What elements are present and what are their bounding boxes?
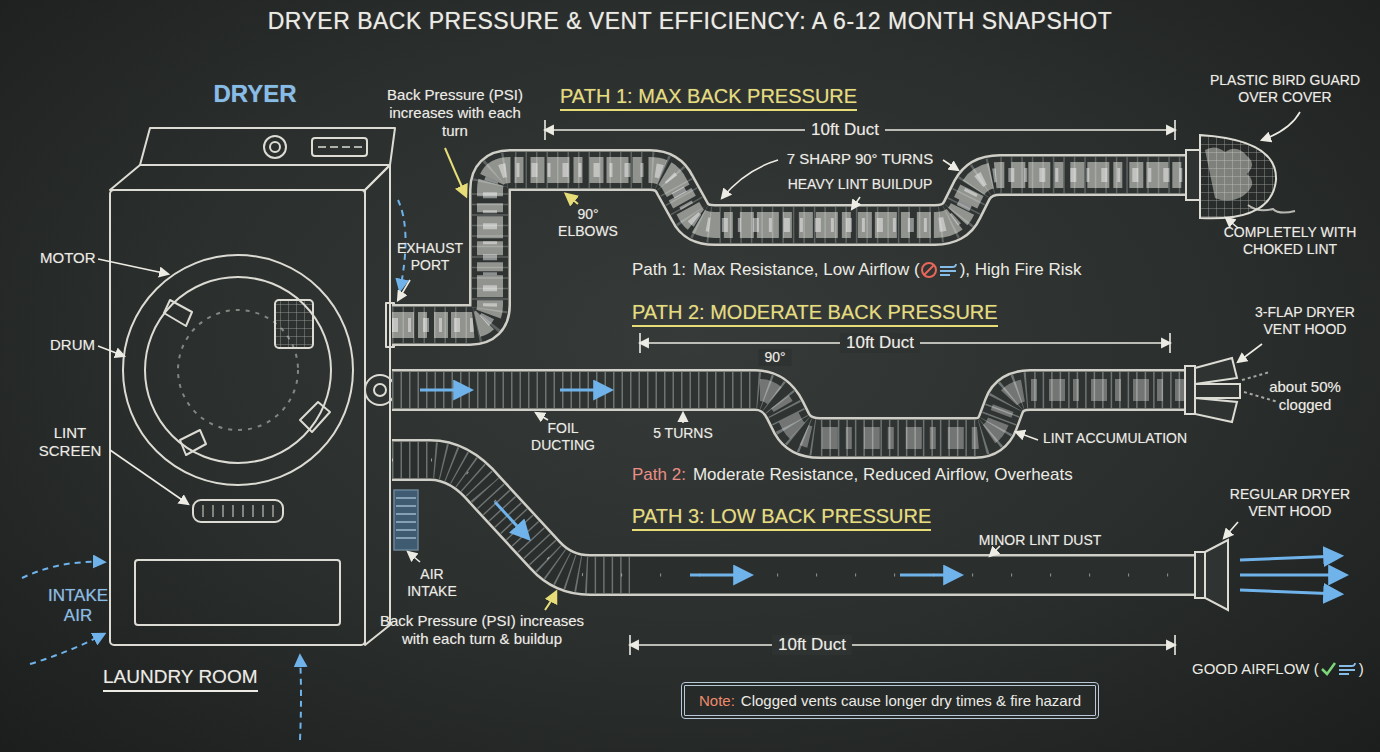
note-label: Back Pressure (PSI) increases with each … bbox=[380, 612, 585, 648]
dimension-label: 10ft Duct bbox=[805, 120, 885, 140]
summary-row: Path 2: Moderate Resistance, Reduced Airf… bbox=[632, 465, 1073, 485]
good-airflow-icon bbox=[1319, 660, 1359, 678]
summary-text: ), High Fire Risk bbox=[960, 260, 1082, 280]
note-box: Note: Clogged vents cause longer dry time… bbox=[681, 682, 1099, 719]
path-heading: PATH 1: MAX BACK PRESSURE bbox=[560, 84, 857, 111]
callout-label: PLASTIC BIRD GUARD OVER COVER bbox=[1200, 72, 1370, 106]
callout-label: 5 TURNS bbox=[653, 425, 713, 442]
note-heading: Note: bbox=[699, 692, 735, 709]
dimension-label: 10ft Duct bbox=[772, 635, 852, 655]
bird-guard bbox=[1186, 135, 1295, 218]
summary-text: Path 2: bbox=[632, 465, 686, 485]
callout-label: about 50% clogged bbox=[1258, 378, 1353, 414]
callout-label: 3-FLAP DRYER VENT HOOD bbox=[1245, 304, 1365, 338]
path-heading: PATH 2: MODERATE BACK PRESSURE bbox=[632, 300, 998, 327]
callout-label: LINT ACCUMULATION bbox=[1043, 430, 1187, 447]
callout-label: 90° bbox=[758, 349, 791, 366]
intake-label: INTAKE AIR bbox=[37, 586, 119, 627]
callout-label: COMPLETELY WITH CHOKED LINT bbox=[1215, 224, 1365, 258]
back-pressure-arrows bbox=[445, 148, 578, 610]
part-label: MOTOR bbox=[40, 249, 96, 267]
callout-label: 7 SHARP 90° TURNS bbox=[787, 150, 933, 168]
summary-text: ) bbox=[1359, 660, 1364, 678]
part-label: AIR INTAKE bbox=[396, 566, 468, 600]
path-heading: PATH 3: LOW BACK PRESSURE bbox=[632, 504, 931, 531]
callout-label: REGULAR DRYER VENT HOOD bbox=[1225, 486, 1355, 520]
intake-air-arrows bbox=[22, 200, 406, 740]
regular-vent-hood bbox=[1195, 540, 1345, 610]
callout-label: MINOR LINT DUST bbox=[979, 532, 1102, 549]
dimension-lines bbox=[545, 120, 1175, 655]
note-text: Clogged vents cause longer dry times & f… bbox=[741, 692, 1081, 709]
no-airflow-icon bbox=[920, 261, 960, 279]
dryer-heading: DRYER bbox=[213, 80, 296, 109]
duct-path-3 bbox=[392, 460, 1195, 575]
part-label: LINT SCREEN bbox=[31, 424, 109, 460]
dimension-label: 10ft Duct bbox=[840, 333, 920, 353]
callout-label: HEAVY LINT BUILDUP bbox=[788, 176, 933, 193]
summary-text: GOOD AIRFLOW ( bbox=[1192, 660, 1319, 678]
dryer-drawing bbox=[110, 128, 395, 645]
summary-text: Path 1: bbox=[632, 260, 686, 280]
summary-row: GOOD AIRFLOW () bbox=[1192, 660, 1364, 678]
three-flap-vent-hood bbox=[1185, 358, 1278, 422]
grille-slats bbox=[396, 498, 416, 538]
note-label: Back Pressure (PSI) increases with each … bbox=[383, 86, 528, 140]
summary-row: Path 1: Max Resistance, Low Airflow ( ), H… bbox=[632, 260, 1081, 280]
part-label: EXHAUST PORT bbox=[395, 240, 465, 274]
air-intake-grille bbox=[394, 490, 418, 550]
diagram-title: DRYER BACK PRESSURE & VENT EFFICIENCY: A… bbox=[0, 8, 1380, 35]
room-label: LAUNDRY ROOM bbox=[103, 666, 258, 692]
summary-text: Moderate Resistance, Reduced Airflow, Ov… bbox=[693, 465, 1073, 485]
summary-text: Max Resistance, Low Airflow ( bbox=[693, 260, 920, 280]
callout-label: FOIL DUCTING bbox=[527, 420, 599, 454]
callout-label: 90° ELBOWS bbox=[556, 206, 620, 240]
part-label: DRUM bbox=[50, 336, 95, 354]
leader-arrows bbox=[98, 112, 1300, 562]
